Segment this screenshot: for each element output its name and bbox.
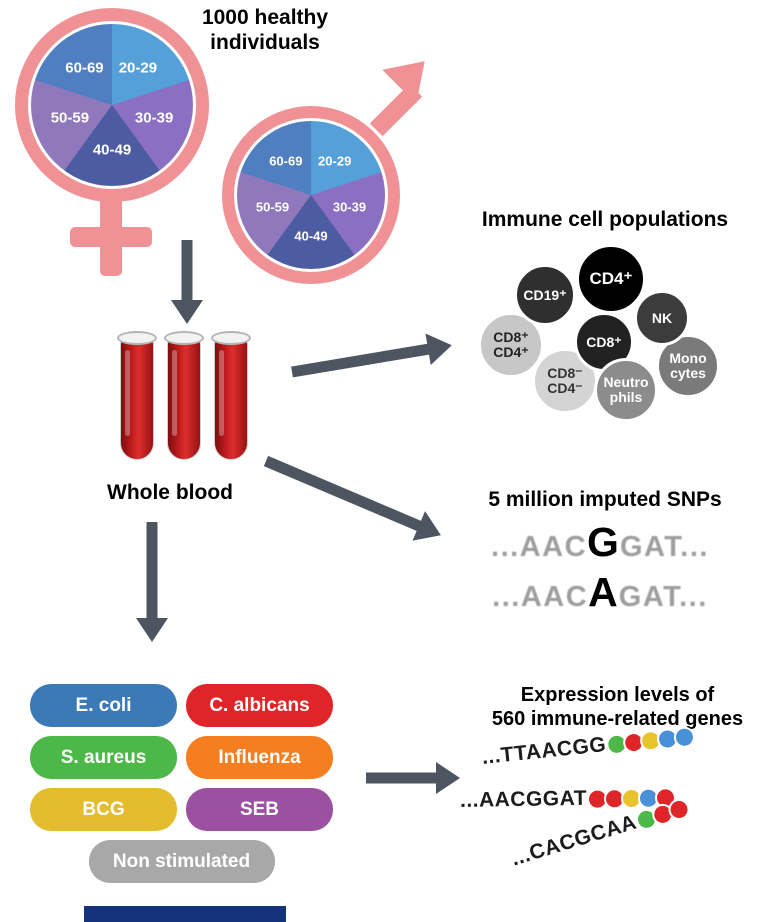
sequence-suffix: GAT... bbox=[618, 581, 708, 613]
cell-nk: NK bbox=[634, 290, 690, 346]
snp-variant-letter: A bbox=[588, 569, 619, 615]
age-group-label: 20-29 bbox=[318, 153, 352, 169]
arrow-shaft bbox=[181, 240, 193, 302]
cell-cd19: CD19⁺ bbox=[514, 264, 576, 326]
arrow-cohort-to-blood bbox=[170, 240, 204, 324]
tube-body bbox=[120, 339, 154, 460]
age-group-label: 60-69 bbox=[65, 59, 104, 77]
female-circle: 20-29 30-39 40-49 50-59 60-69 bbox=[15, 8, 209, 202]
gene-sequence: ...AACGGAT bbox=[459, 786, 588, 812]
arrow-blood-to-snps bbox=[260, 446, 448, 550]
tube-rim bbox=[117, 331, 157, 345]
cell-label: NK bbox=[651, 309, 673, 326]
stimulus-influenza: Influenza bbox=[186, 736, 333, 779]
arrow-head-icon bbox=[412, 511, 448, 550]
gene-sequence: ...CACGCAA bbox=[508, 810, 640, 871]
stimulus-seb: SEB bbox=[186, 788, 333, 831]
cell-label: CD19⁺ bbox=[523, 286, 567, 303]
stimulation-conditions: E. coli C. albicans S. aureus Influenza … bbox=[30, 684, 333, 883]
arrow-head-icon bbox=[436, 762, 460, 794]
stimulus-ecoli: E. coli bbox=[30, 684, 177, 727]
male-symbol-arrow-head bbox=[382, 44, 442, 104]
stimulus-saureus: S. aureus bbox=[30, 736, 177, 779]
arrow-shaft bbox=[366, 772, 440, 784]
gene-sequence: ...TTAACGG bbox=[480, 733, 608, 769]
immune-cells-title: Immune cell populations bbox=[481, 208, 729, 231]
arrow-blood-to-cells bbox=[289, 329, 455, 387]
snp-sequences: ...AACGGAT... ...AACAGAT... bbox=[455, 522, 745, 622]
age-group-label: 50-59 bbox=[50, 109, 90, 127]
arrow-stimulations-to-expression bbox=[366, 762, 460, 794]
sequence-suffix: GAT... bbox=[619, 531, 709, 563]
whole-blood-label: Whole blood bbox=[107, 481, 233, 504]
expression-title: Expression levels of 560 immune-related … bbox=[491, 684, 744, 730]
stimulus-non-stimulated: Non stimulated bbox=[88, 840, 275, 883]
age-group-label: 40-49 bbox=[92, 141, 132, 159]
cell-label: CD8⁺ CD4⁺ bbox=[493, 329, 529, 360]
age-group-label: 40-49 bbox=[294, 228, 328, 244]
cell-neutrophils: Neutro phils bbox=[594, 358, 658, 422]
bottom-banner-fragment bbox=[84, 906, 286, 922]
stimulus-bcg: BCG bbox=[30, 788, 177, 831]
stimulus-calbicans: C. albicans bbox=[186, 684, 333, 727]
cell-monocytes: Mono cytes bbox=[656, 334, 720, 398]
cell-label: CD8⁺ bbox=[586, 333, 622, 350]
snps-title: 5 million imputed SNPs bbox=[488, 488, 722, 511]
snp-variant-letter: G bbox=[587, 519, 620, 565]
snp-sequence: ...AACAGAT... bbox=[455, 572, 745, 622]
snp-sequence: ...AACGGAT... bbox=[455, 522, 745, 572]
age-group-label: 50-59 bbox=[255, 199, 290, 215]
age-group-label: 30-39 bbox=[332, 199, 367, 215]
cell-label: Mono cytes bbox=[669, 350, 707, 381]
age-group-label: 20-29 bbox=[118, 59, 158, 77]
tube-body bbox=[214, 339, 248, 460]
cell-label: Neutro phils bbox=[603, 374, 649, 405]
male-age-pie: 20-29 30-39 40-49 50-59 60-69 bbox=[237, 121, 385, 269]
cell-label: CD8⁻ CD4⁻ bbox=[547, 365, 583, 396]
arrow-head-icon bbox=[171, 300, 203, 324]
cell-cd8pos-cd4pos: CD8⁺ CD4⁺ bbox=[478, 312, 544, 378]
female-symbol-crossbar bbox=[70, 227, 152, 247]
sequence-prefix: ...AAC bbox=[491, 531, 588, 563]
arrow-blood-to-stimulations bbox=[135, 522, 169, 642]
arrow-shaft bbox=[263, 455, 425, 533]
blood-tube bbox=[164, 331, 206, 463]
sequence-prefix: ...AAC bbox=[492, 581, 589, 613]
female-age-pie: 20-29 30-39 40-49 50-59 60-69 bbox=[31, 24, 193, 186]
arrow-shaft bbox=[146, 522, 158, 620]
age-group-label: 60-69 bbox=[269, 153, 303, 169]
immune-cell-cluster: CD8⁺ CD4⁺ Mono cytes CD19⁺ NK CD8⁻ CD4⁻ … bbox=[470, 242, 735, 437]
tube-body bbox=[167, 339, 201, 460]
tube-rim bbox=[164, 331, 204, 345]
arrow-head-icon bbox=[136, 618, 168, 642]
cell-cd8: CD8⁺ bbox=[574, 312, 634, 372]
cell-label: CD4⁺ bbox=[589, 269, 633, 289]
blood-tube bbox=[117, 331, 159, 463]
tube-rim bbox=[211, 331, 251, 345]
cohort-label: 1000 healthy individuals bbox=[201, 6, 329, 54]
arrow-head-icon bbox=[425, 329, 455, 366]
male-circle: 20-29 30-39 40-49 50-59 60-69 bbox=[222, 106, 400, 284]
age-group-label: 30-39 bbox=[134, 109, 174, 127]
cell-cd4: CD4⁺ bbox=[576, 244, 646, 314]
arrow-shaft bbox=[291, 343, 433, 378]
blood-tube bbox=[211, 331, 253, 463]
